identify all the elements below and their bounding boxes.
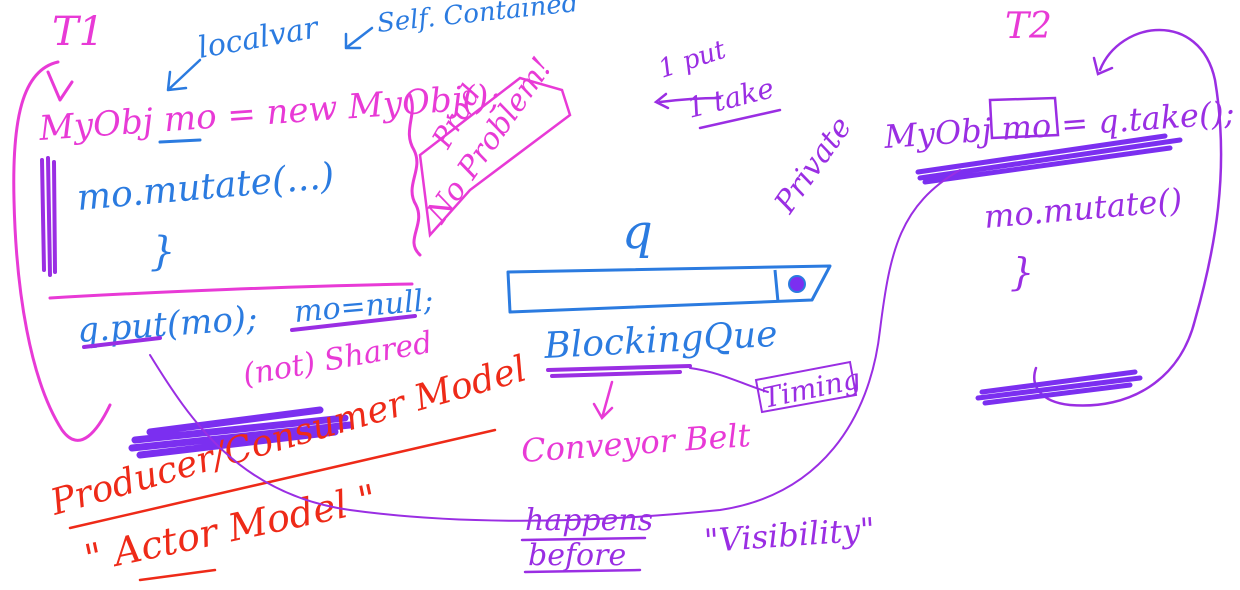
thread1-bar [128, 406, 354, 459]
thread2-mo-box [988, 96, 1060, 140]
conveyor-arrow [592, 380, 614, 421]
producer-underline [68, 428, 497, 530]
queue-one-put: 1 put [655, 35, 730, 85]
queue-label: BlockingQue [542, 314, 778, 367]
queue-divider [773, 269, 780, 303]
note-localvar: localvar [195, 10, 322, 66]
thread2-block: T2 MyObj mo = q.take(); mo.mutate() } [882, 6, 1236, 407]
self-contained-arrow [344, 26, 374, 50]
queue-label-underline [546, 364, 692, 378]
queue-name: q [622, 204, 653, 260]
thread2-take-line: MyObj mo = q.take(); [882, 94, 1236, 156]
thread1-bracket [12, 60, 112, 442]
happens-before-underline [520, 536, 647, 574]
timing-box [754, 360, 858, 414]
thread1-brace: } [150, 229, 175, 275]
thread1-side-bars [40, 156, 57, 277]
happens-before-2: before [528, 538, 626, 573]
thread1-bracket-arrow [46, 70, 74, 102]
timing-line [689, 367, 769, 393]
thread2-mutate-line: mo.mutate() [982, 181, 1183, 236]
one-take-arrow [653, 92, 722, 110]
happens-before-curve [149, 169, 961, 522]
one-take-underline [698, 108, 782, 130]
queue-conveyor: Conveyor Belt [520, 416, 752, 470]
thread2-end-bar [975, 369, 1143, 406]
no-problem-box [418, 76, 572, 238]
thread1-separator [48, 282, 414, 300]
queue-item [788, 275, 806, 293]
queue-box [506, 264, 832, 314]
thread1-mutate-line: mo.mutate(...) [75, 156, 336, 219]
put-underline [82, 336, 162, 349]
queue-private: Private [767, 110, 859, 220]
thread1-scribble [407, 93, 422, 257]
thread2-bracket [1033, 28, 1223, 407]
thread1-label: T1 [52, 9, 104, 55]
queue-block: q BlockingQue 1 put 1 take Conveyor Belt… [506, 35, 863, 470]
mo-underline [158, 138, 202, 144]
visibility-label: "Visibility" [703, 510, 876, 560]
thread2-brace: } [1010, 250, 1034, 294]
happens-before-1: happens [525, 503, 653, 538]
thread2-bar [915, 133, 1183, 185]
thread2-label: T2 [1005, 6, 1052, 47]
thread2-bracket-arrow [1092, 56, 1114, 76]
actor-underline [138, 568, 217, 582]
null-underline [290, 314, 417, 332]
localvar-arrow [166, 58, 202, 92]
note-self-contained: Self. Contained [376, 0, 580, 39]
